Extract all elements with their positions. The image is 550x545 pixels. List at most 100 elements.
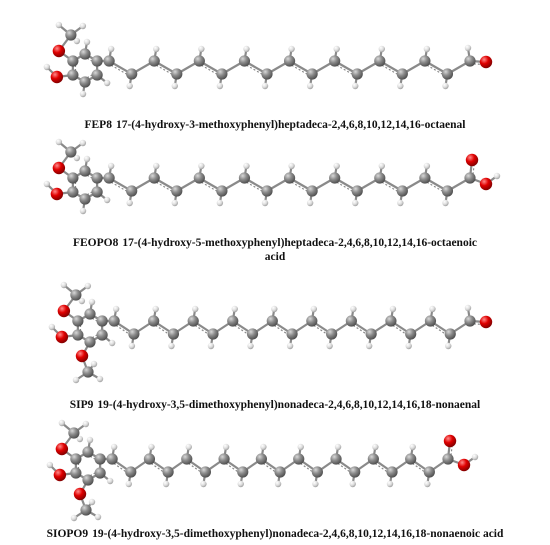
- hydrogen-atom: [79, 207, 87, 215]
- caption-name: 19-(4-hydroxy-3,5-dimethoxyphenyl)nonade…: [97, 399, 481, 411]
- hydrogen-atom: [397, 82, 404, 90]
- carbon-atom: [349, 466, 361, 478]
- carbon-atom: [396, 68, 408, 80]
- hydrogen-atom: [43, 180, 51, 188]
- carbon-atom: [148, 315, 160, 327]
- caption-name: 19-(4-hydroxy-3,5-dimethoxyphenyl)nonade…: [92, 528, 504, 540]
- hydrogen-atom: [310, 305, 318, 313]
- hydrogen-atom: [216, 199, 224, 207]
- carbon-atom: [424, 315, 437, 327]
- hydrogen-atom: [372, 443, 379, 451]
- carbon-atom: [79, 48, 91, 60]
- carbon-atom: [246, 328, 259, 340]
- carbon-atom: [237, 466, 249, 478]
- hydrogen-atom: [46, 461, 54, 469]
- hydrogen-atom: [365, 342, 373, 350]
- carbon-atom: [386, 466, 398, 478]
- hydrogen-atom: [84, 282, 92, 290]
- carbon-atom: [91, 55, 103, 67]
- hydrogen-atom: [55, 138, 63, 146]
- hydrogen-atom: [73, 37, 81, 45]
- carbon-atom: [464, 172, 476, 184]
- hydrogen-atom: [237, 480, 244, 488]
- carbon-atom: [72, 315, 84, 327]
- carbon-atom: [70, 289, 82, 301]
- hydrogen-atom: [58, 419, 66, 427]
- carbon-atom: [128, 328, 140, 340]
- hydrogen-atom: [445, 342, 452, 350]
- hydrogen-atom: [271, 305, 278, 313]
- oxygen-atom: [479, 55, 493, 69]
- carbon-atom: [419, 55, 431, 67]
- hydrogen-atom: [389, 305, 397, 313]
- molecule-feopo8: [43, 138, 501, 215]
- hydrogen-atom: [397, 199, 404, 207]
- carbon-atom: [266, 315, 278, 327]
- oxygen-atom: [457, 458, 471, 472]
- carbon-atom: [283, 55, 296, 67]
- hydrogen-atom: [192, 305, 199, 313]
- carbon-atom: [96, 329, 108, 341]
- hydrogen-atom: [82, 420, 90, 428]
- oxygen-atom: [50, 187, 64, 201]
- hydrogen-atom: [83, 155, 91, 163]
- carbon-atom: [405, 328, 417, 340]
- carbon-atom: [306, 315, 318, 327]
- hydrogen-atom: [334, 443, 342, 451]
- carbon-atom: [351, 185, 363, 197]
- hydrogen-atom: [471, 453, 479, 461]
- hydrogen-atom: [306, 199, 314, 207]
- hydrogen-atom: [171, 199, 178, 207]
- hydrogen-atom: [247, 342, 254, 350]
- hydrogen-atom: [148, 443, 155, 451]
- hydrogen-atom: [288, 162, 295, 170]
- hydrogen-atom: [423, 162, 431, 170]
- hydrogen-atom: [94, 513, 102, 521]
- carbon-atom: [72, 329, 84, 341]
- hydrogen-atom: [288, 45, 295, 53]
- hydrogen-atom: [405, 342, 412, 350]
- carbon-atom: [126, 185, 138, 197]
- carbon-atom: [79, 76, 91, 88]
- hydrogen-atom: [153, 45, 160, 53]
- caption-code: FEP8: [84, 119, 112, 131]
- hydrogen-atom: [55, 21, 63, 29]
- hydrogen-atom: [70, 514, 78, 522]
- oxygen-atom: [55, 442, 69, 456]
- carbon-atom: [193, 55, 205, 67]
- carbon-atom: [84, 308, 96, 320]
- oxygen-atom: [55, 330, 69, 344]
- hydrogen-atom: [83, 38, 91, 46]
- carbon-atom: [442, 453, 454, 465]
- oxygen-atom: [479, 177, 493, 191]
- hydrogen-atom: [243, 162, 250, 170]
- hydrogen-atom: [128, 342, 136, 350]
- hydrogen-atom: [352, 199, 359, 207]
- hydrogen-atom: [79, 139, 87, 147]
- carbon-atom: [396, 185, 408, 197]
- hydrogen-atom: [378, 162, 385, 170]
- hydrogen-atom: [103, 79, 111, 87]
- hydrogen-atom: [216, 82, 224, 90]
- carbon-atom: [148, 172, 160, 184]
- carbon-atom: [143, 453, 156, 465]
- carbon-atom: [91, 172, 103, 184]
- carbon-atom: [80, 504, 92, 516]
- hydrogen-atom: [126, 82, 133, 90]
- carbon-atom: [464, 315, 476, 327]
- oxygen-atom: [52, 161, 66, 175]
- hydrogen-atom: [76, 435, 84, 443]
- hydrogen-atom: [171, 82, 178, 90]
- carbon-atom: [351, 68, 363, 80]
- hydrogen-atom: [464, 44, 472, 52]
- hydrogen-atom: [333, 45, 340, 53]
- oxygen-atom: [465, 153, 479, 167]
- carbon-atom: [306, 68, 318, 80]
- hydrogen-atom: [286, 342, 294, 350]
- hydrogen-atom: [48, 323, 56, 331]
- hydrogen-atom: [152, 305, 159, 313]
- carbon-atom: [329, 172, 341, 184]
